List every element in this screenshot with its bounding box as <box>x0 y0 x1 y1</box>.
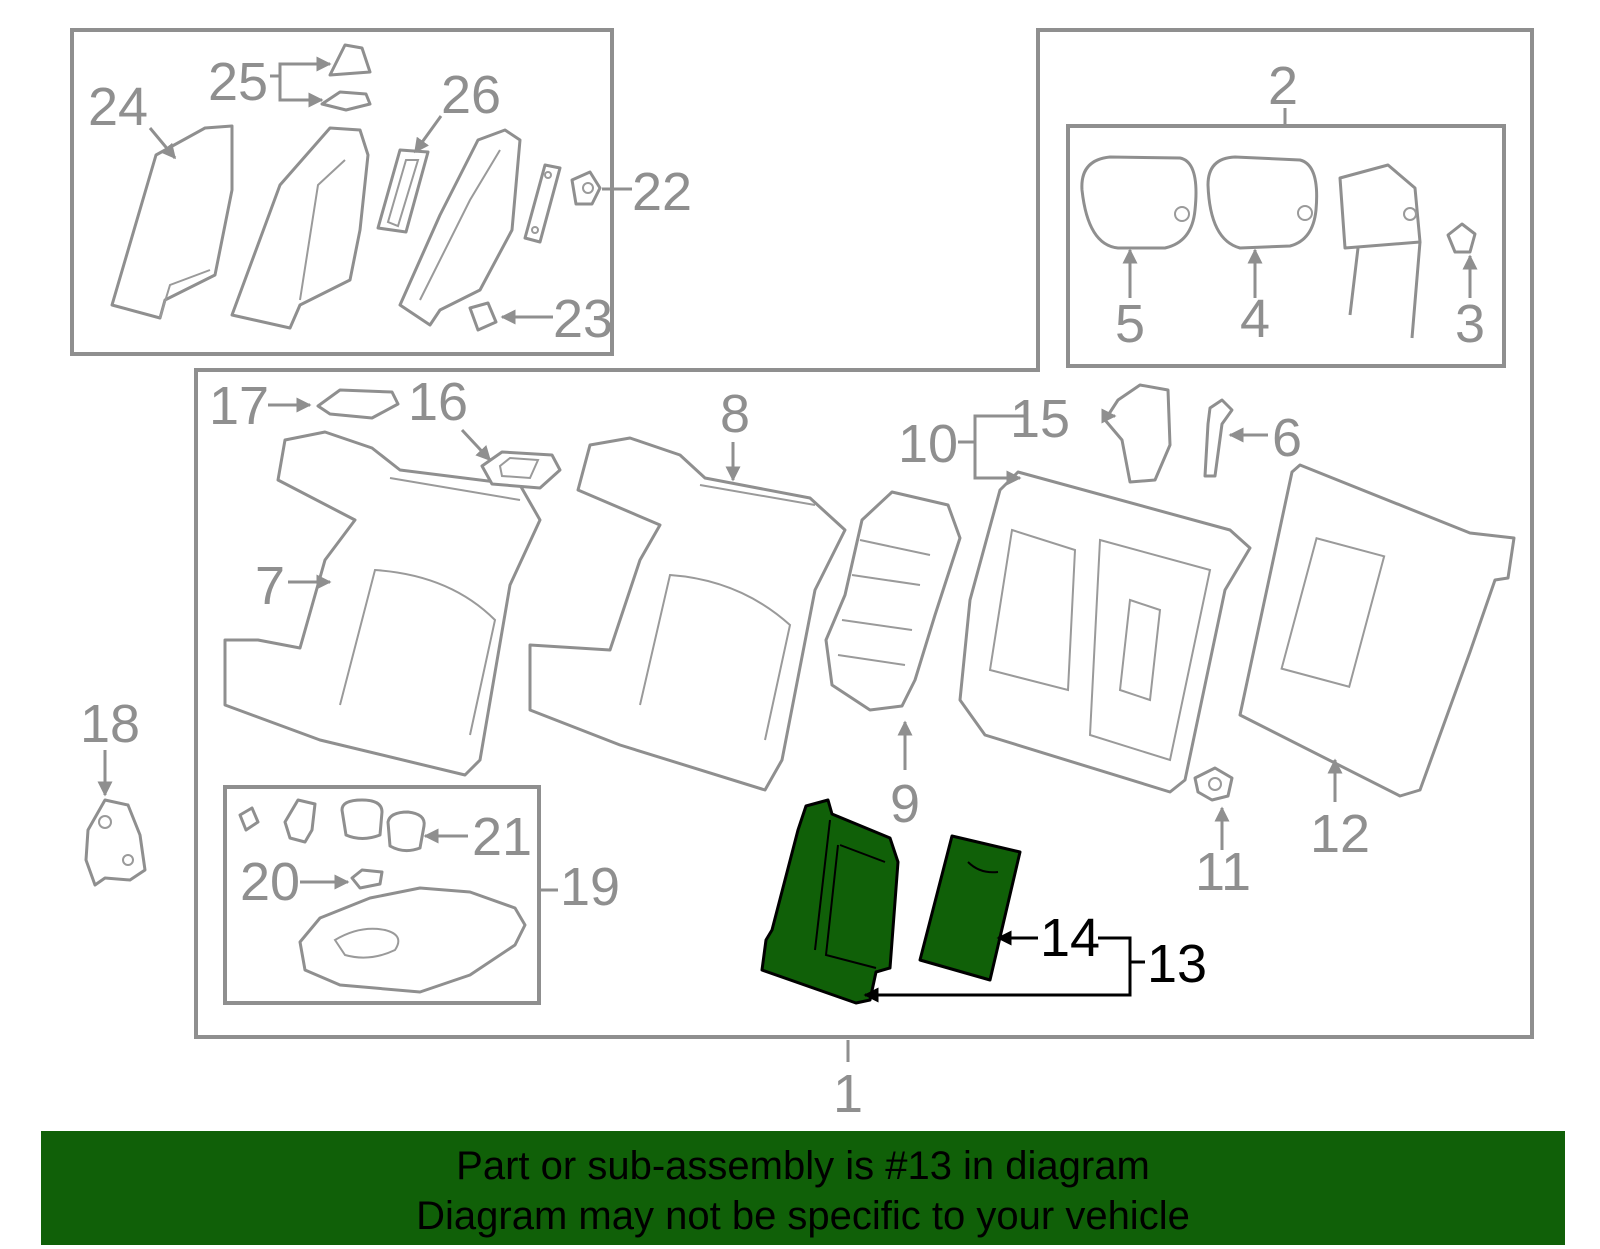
callout-10: 10 <box>898 414 958 474</box>
part-26-insert <box>376 148 430 234</box>
callout-14: 14 <box>1040 908 1100 968</box>
part-17-clip <box>316 388 400 420</box>
part-15-bracket <box>1103 383 1172 484</box>
part-19-armrest <box>298 886 527 994</box>
callout-23: 23 <box>553 289 613 349</box>
armrest-small-clip <box>238 806 260 832</box>
part-4-headrest <box>1206 155 1319 250</box>
part-7-seatback-cover <box>223 430 542 777</box>
banner-line-part-number: Part or sub-assembly is #13 in diagram <box>456 1144 1150 1188</box>
callout-13: 13 <box>1147 934 1207 994</box>
part-23-pad <box>468 301 498 332</box>
part-22-nut <box>570 170 602 206</box>
leader-lines <box>97 56 1478 1062</box>
part-25-clips <box>320 43 372 112</box>
callout-5: 5 <box>1115 294 1145 354</box>
part-21-cupholder <box>340 798 426 853</box>
armrest-latch <box>283 798 317 844</box>
callout-3: 3 <box>1455 294 1485 354</box>
part-5-headrest <box>1080 155 1198 250</box>
bracket-strip <box>523 163 562 244</box>
part-20-button <box>350 868 384 890</box>
highlight-leader-lines <box>863 930 1145 1003</box>
part-11-grommet <box>1193 766 1234 802</box>
part-16-bezel <box>480 450 562 490</box>
part-18-hinge-bracket <box>84 798 147 887</box>
callout-19: 19 <box>560 857 620 917</box>
callout-26: 26 <box>441 65 501 125</box>
callout-15: 15 <box>1010 389 1070 449</box>
callout-7: 7 <box>255 556 285 616</box>
callout-24: 24 <box>88 77 148 137</box>
callout-17: 17 <box>209 376 269 436</box>
banner-line-disclaimer: Diagram may not be specific to your vehi… <box>416 1194 1190 1238</box>
part-13-highlighted-assembly <box>760 798 900 1005</box>
side-bolster-left <box>230 126 370 330</box>
callout-11: 11 <box>1195 842 1251 902</box>
callout-12: 12 <box>1310 804 1370 864</box>
callout-1: 1 <box>833 1064 863 1124</box>
part-10-seatback-frame <box>958 470 1252 794</box>
part-12-back-panel <box>1238 463 1516 798</box>
part-6-bolt <box>1203 398 1234 478</box>
armrest-group-box <box>223 785 541 1005</box>
part-notice-banner: Part or sub-assembly is #13 in diagram D… <box>41 1131 1565 1245</box>
callout-21: 21 <box>472 807 532 867</box>
callout-2: 2 <box>1268 56 1298 116</box>
seat-back-assembly-box <box>194 28 1534 1039</box>
trim-panel-group-box <box>70 28 614 356</box>
callout-6: 6 <box>1272 408 1302 468</box>
callout-9: 9 <box>890 774 920 834</box>
panel-label-rect <box>1280 536 1386 688</box>
side-bolster-right <box>398 128 522 327</box>
callout-16: 16 <box>408 372 468 432</box>
callout-22: 22 <box>632 162 692 222</box>
part-9-pad <box>824 490 962 712</box>
callout-25: 25 <box>208 52 268 112</box>
part-14-highlighted-cover <box>918 834 1022 982</box>
callout-4: 4 <box>1240 289 1270 349</box>
part-3-headrest-with-guides <box>1338 163 1477 339</box>
callout-18: 18 <box>80 694 140 754</box>
part-8-seatback-cover <box>528 436 847 792</box>
callout-8: 8 <box>720 384 750 444</box>
callout-20: 20 <box>240 852 300 912</box>
